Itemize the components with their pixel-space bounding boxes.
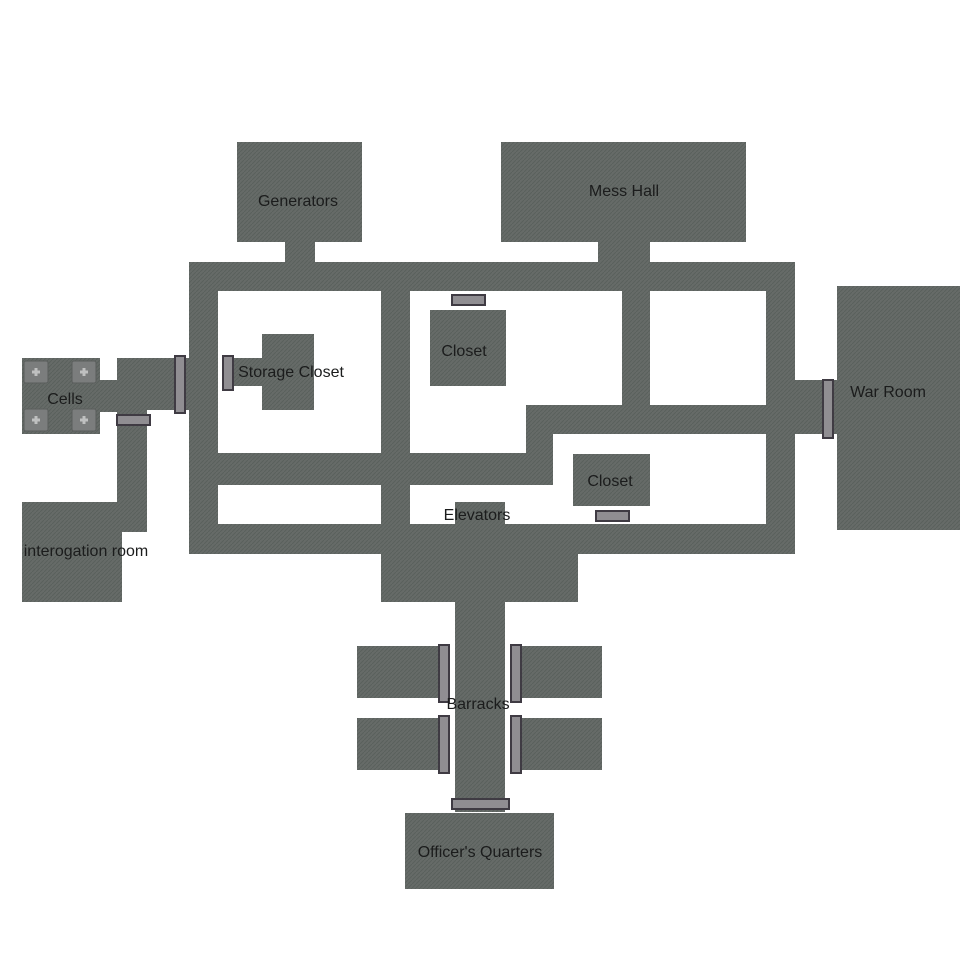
cell-door-1[interactable] [23,360,49,384]
door-officers-quarters[interactable] [451,798,510,810]
corridor-generators [285,240,315,264]
room-elevators[interactable] [381,530,578,602]
label-officers-quarters: Officer's Quarters [418,844,543,861]
door-barracks-se[interactable] [510,715,522,774]
barracks-room-se[interactable] [513,718,602,770]
label-closet-upper: Closet [441,343,487,360]
barracks-room-ne[interactable] [513,646,602,698]
room-storage-closet[interactable] [262,334,314,410]
cell-door-3[interactable] [23,408,49,432]
label-closet-lower: Closet [587,473,633,490]
corridor-interrogation-link [110,502,147,532]
room-closet-upper[interactable] [430,310,506,386]
doors [116,294,834,810]
label-generators: Generators [258,193,338,210]
door-cells-main[interactable] [174,355,186,414]
label-cells: Cells [47,391,83,408]
room-closet-lower[interactable] [573,454,650,506]
label-storage-closet: Storage Closet [238,364,344,381]
label-elevators: Elevators [444,507,511,524]
room-officers-quarters[interactable] [405,813,554,889]
door-barracks-ne[interactable] [510,644,522,703]
door-closet-lower[interactable] [595,510,630,522]
barracks-room-nw[interactable] [357,646,447,698]
door-barracks-sw[interactable] [438,715,450,774]
door-interrogation-corridor[interactable] [116,414,151,426]
corridor-south-spine [455,600,505,812]
cells-link [98,380,120,412]
label-war-room: War Room [850,384,926,401]
label-interrogation-room: interogation room [24,543,149,560]
door-storage-closet[interactable] [222,355,234,391]
room-generators[interactable] [237,142,362,242]
cell-door-4[interactable] [71,408,97,432]
label-mess-hall: Mess Hall [589,183,659,200]
door-war-room[interactable] [822,379,834,439]
room-interrogation[interactable] [22,502,122,602]
inner-rooms [226,310,650,526]
cell-door-2[interactable] [71,360,97,384]
door-closet-upper[interactable] [451,294,486,306]
door-barracks-nw[interactable] [438,644,450,703]
barracks-room-sw[interactable] [357,718,447,770]
elevator-shaft [455,502,505,526]
room-war-room[interactable] [837,286,960,530]
label-barracks: Barracks [446,696,509,713]
cell-doors [23,360,97,432]
inner-corridors [218,291,766,526]
room-labels: Generators Mess Hall Cells Storage Close… [24,183,926,861]
room-mess-hall[interactable] [501,142,746,242]
corridor-mess-hall [598,240,650,264]
